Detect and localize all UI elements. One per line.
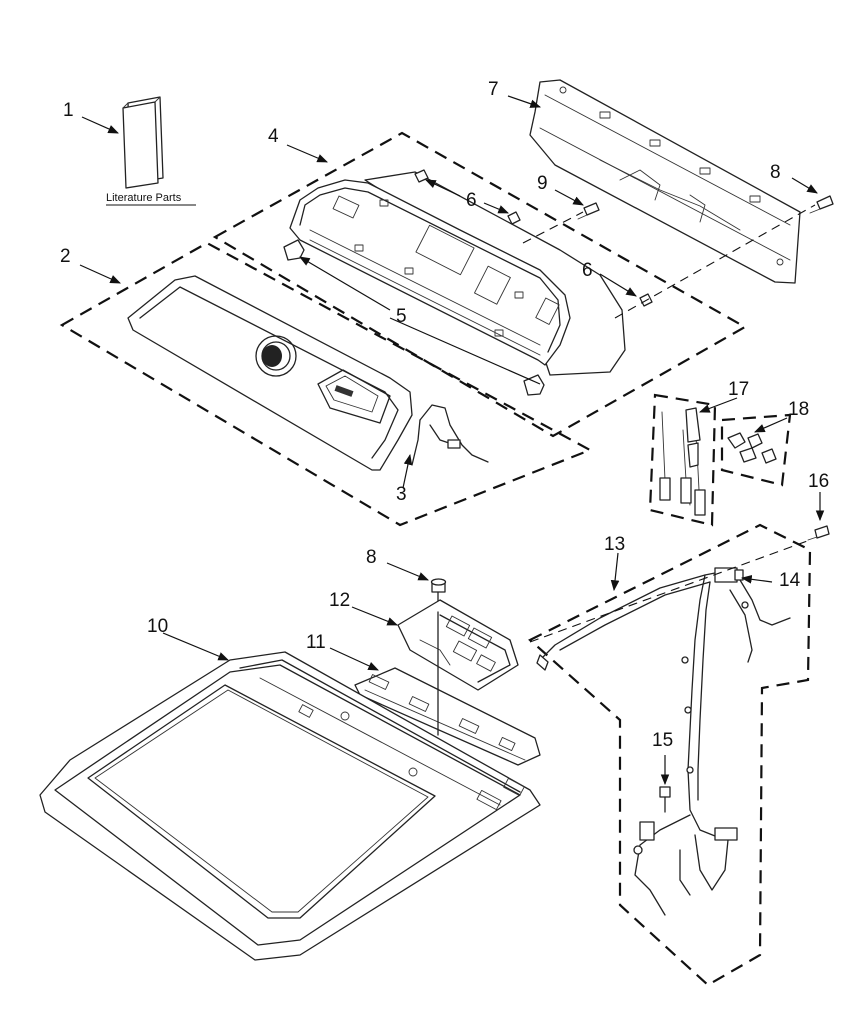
- screw-16: [807, 525, 830, 541]
- callout-3: 3: [396, 484, 407, 505]
- callout-9: 9: [537, 173, 548, 194]
- leaders: [79, 95, 825, 786]
- rear-bracket: [529, 79, 801, 284]
- callout-11: 11: [306, 632, 326, 653]
- literature-booklet-front: [122, 101, 159, 189]
- wire-part-3: [411, 404, 489, 466]
- outline-group-17: [648, 393, 717, 527]
- callout-8b: 8: [366, 547, 377, 568]
- callout-16: 16: [808, 471, 829, 492]
- cable-ties: [659, 407, 706, 516]
- outline-group-13: [528, 523, 812, 987]
- callout-6a: 6: [466, 190, 477, 211]
- literature-booklet: [122, 96, 164, 189]
- harness-clips: [727, 432, 777, 464]
- top-lid: [39, 651, 541, 961]
- callout-1: 1: [63, 100, 74, 121]
- callout-15: 15: [652, 730, 673, 751]
- callout-6b: 6: [582, 260, 593, 281]
- screw-8-upper: [809, 195, 834, 214]
- control-board: [397, 599, 519, 691]
- screw-8-lower: [430, 578, 447, 613]
- callout-14: 14: [779, 570, 801, 591]
- callout-7: 7: [488, 79, 499, 100]
- callout-13: 13: [604, 534, 625, 555]
- clip-middle: [507, 211, 521, 225]
- clip-upper: [414, 169, 429, 183]
- callout-4: 4: [268, 126, 279, 147]
- side-bracket-right: [523, 374, 545, 396]
- outline-group-2: [59, 241, 593, 527]
- callout-8a: 8: [770, 162, 781, 183]
- callout-2: 2: [60, 246, 71, 267]
- callout-18: 18: [788, 399, 809, 420]
- screw-9: [577, 202, 600, 220]
- callout-10: 10: [147, 616, 168, 637]
- console: [127, 275, 413, 471]
- callout-5: 5: [396, 306, 407, 327]
- side-bracket-left: [283, 239, 305, 261]
- dashed-group-outlines: [59, 131, 812, 987]
- callout-labels: 1 2 3 4 5 6 6 7 8 8 9 10 11 12 13 14 15 …: [60, 79, 829, 751]
- wire-harness: [536, 567, 791, 916]
- callout-17: 17: [728, 379, 749, 400]
- screw-15: [659, 786, 671, 813]
- outline-group-18: [720, 413, 792, 487]
- literature-parts-label: Literature Parts: [106, 192, 182, 204]
- control-panel-housing: [289, 171, 626, 376]
- callout-12: 12: [329, 590, 350, 611]
